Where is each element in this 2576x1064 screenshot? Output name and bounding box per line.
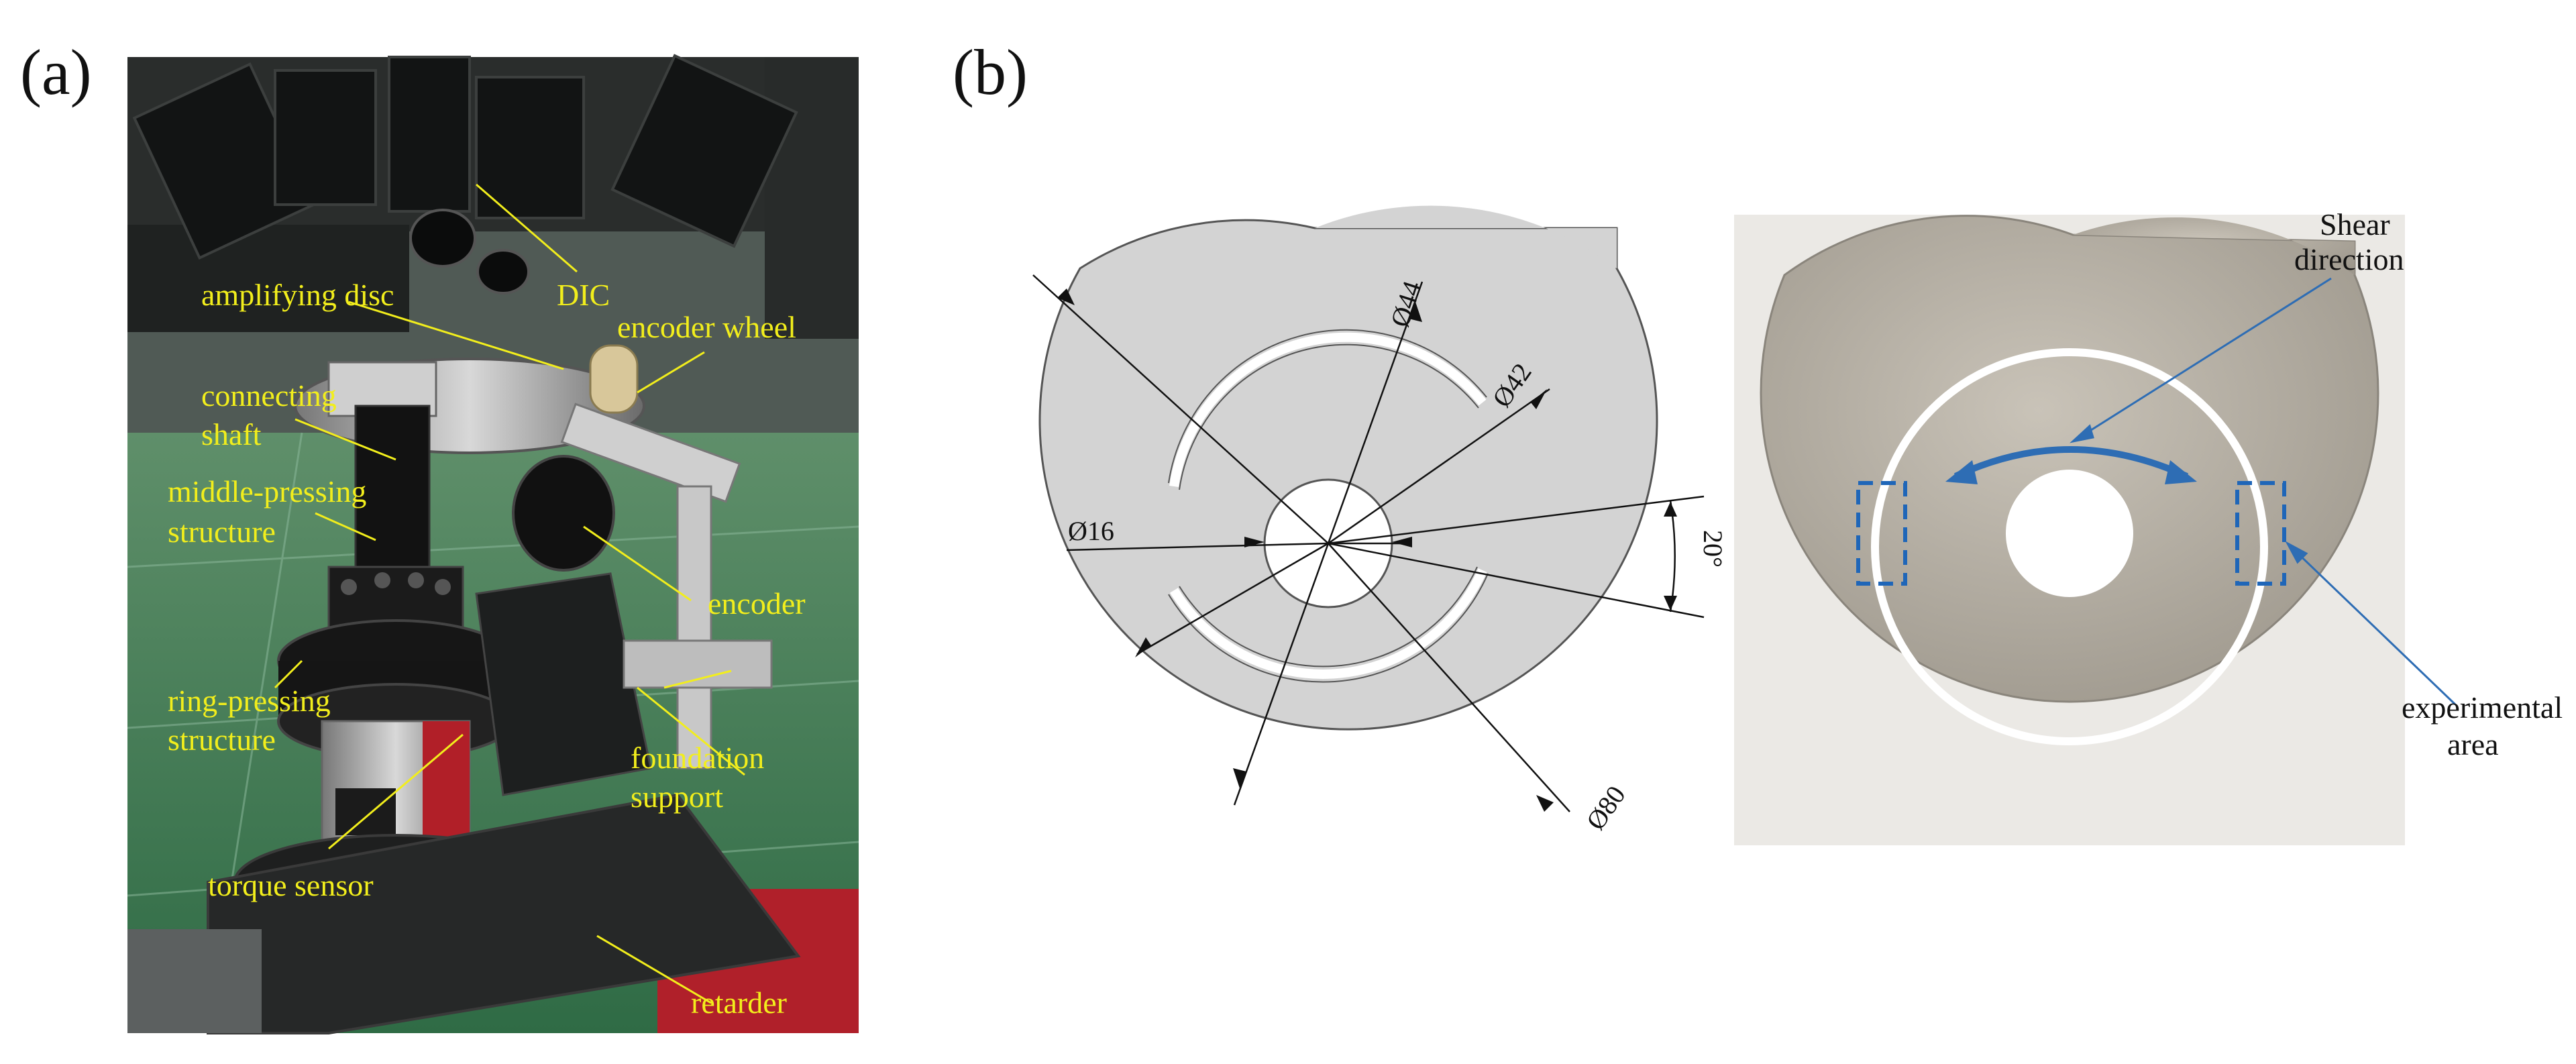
apparatus-photo: DIC amplifying disc encoder wheel connec… <box>127 54 859 1034</box>
dim-diameter-80: Ø80 <box>1580 780 1631 835</box>
experimental-area-line1: experimental <box>2402 690 2563 725</box>
callout-middle-pressing-line1: middle-pressing <box>168 474 366 509</box>
callout-torque-sensor: torque sensor <box>208 868 374 902</box>
dim-angle-20: 20° <box>1698 530 1728 568</box>
callout-foundation-line1: foundation <box>631 741 764 775</box>
shear-direction-line1: Shear <box>2320 207 2390 242</box>
callout-connecting-line2: shaft <box>201 417 262 451</box>
callout-amplifying-disc: amplifying disc <box>201 278 394 312</box>
panel-b-label: (b) <box>953 36 1028 108</box>
panel-a-label: (a) <box>20 36 92 108</box>
shear-direction-line2: direction <box>2294 242 2404 276</box>
specimen-drawing: Ø44 Ø42 Ø16 Ø80 20° <box>993 188 1728 872</box>
callout-encoder: encoder <box>708 586 806 621</box>
dim-diameter-16: Ø16 <box>1068 516 1114 546</box>
callout-ring-pressing-line1: ring-pressing <box>168 684 331 718</box>
callout-retarder: retarder <box>691 986 787 1020</box>
callout-middle-pressing-line2: structure <box>168 515 276 549</box>
callout-connecting-line1: connecting <box>201 378 337 413</box>
callout-ring-pressing-line2: structure <box>168 723 276 757</box>
callout-dic: DIC <box>557 278 610 312</box>
callout-encoder-wheel: encoder wheel <box>617 310 796 344</box>
experimental-area-line2: area <box>2447 727 2499 761</box>
specimen-photo: Shear direction experimental area <box>1724 195 2576 872</box>
callout-foundation-line2: support <box>631 780 723 814</box>
